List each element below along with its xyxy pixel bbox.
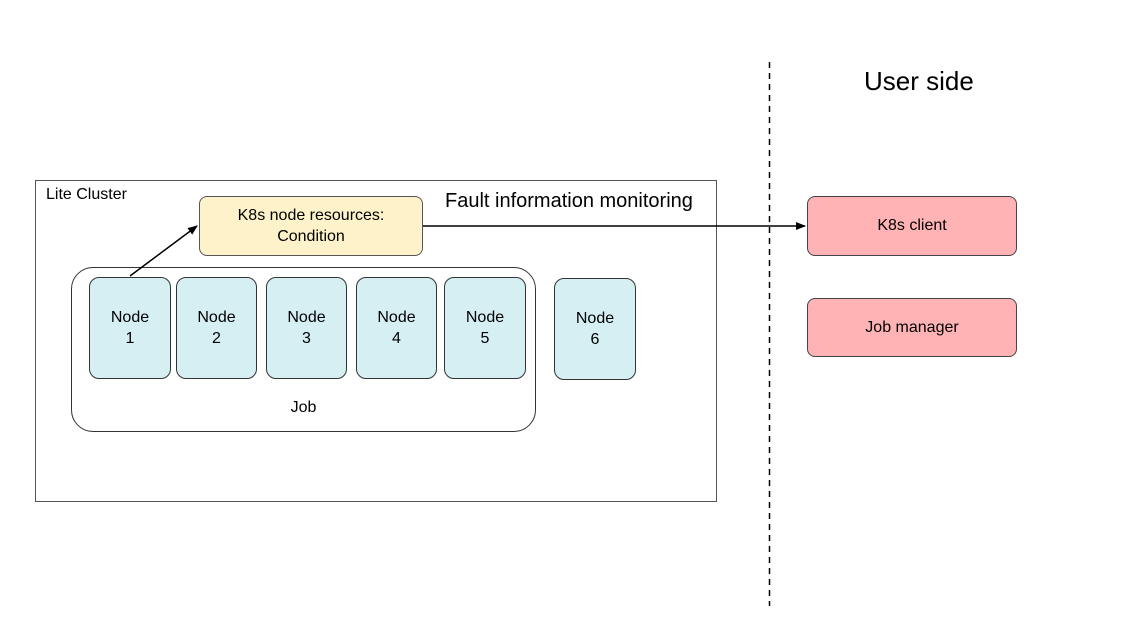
node-2-word: Node [197, 309, 236, 326]
condition-line-2: Condition [277, 228, 345, 245]
k8s-node-resources-condition-box: K8s node resources: Condition [199, 196, 423, 256]
node-1-word: Node [110, 309, 150, 326]
lite-cluster-label: Lite Cluster [46, 186, 127, 203]
job-manager-box: Job manager [807, 298, 1017, 357]
node-5-word: Node [465, 309, 505, 326]
fault-information-monitoring-label: Fault information monitoring [445, 190, 693, 212]
node-1-box: Node 1 [89, 277, 171, 379]
node-2-number: 2 [212, 330, 221, 347]
node-5-box: Node 5 [444, 277, 526, 379]
user-side-title: User side [864, 66, 974, 96]
node-4-number: 4 [392, 330, 401, 347]
node-3-word: Node [287, 309, 326, 326]
node-4-word: Node [377, 309, 416, 326]
k8s-client-label: K8s client [877, 217, 947, 234]
node-4-box: Node 4 [356, 277, 437, 379]
job-group-box [71, 267, 536, 432]
job-manager-label: Job manager [865, 318, 959, 336]
node-3-number: 3 [302, 330, 311, 347]
node-2-box: Node 2 [176, 277, 257, 379]
node-5-number: 5 [480, 330, 490, 347]
job-label: Job [290, 399, 317, 416]
condition-line-1: K8s node resources: [237, 207, 385, 224]
node-1-number: 1 [125, 330, 135, 347]
lite-cluster-box [35, 180, 717, 502]
node-6-word: Node [575, 310, 615, 327]
node-3-box: Node 3 [266, 277, 347, 379]
node-6-number: 6 [590, 331, 600, 348]
k8s-client-box: K8s client [807, 196, 1017, 256]
node-6-box: Node 6 [554, 278, 636, 380]
